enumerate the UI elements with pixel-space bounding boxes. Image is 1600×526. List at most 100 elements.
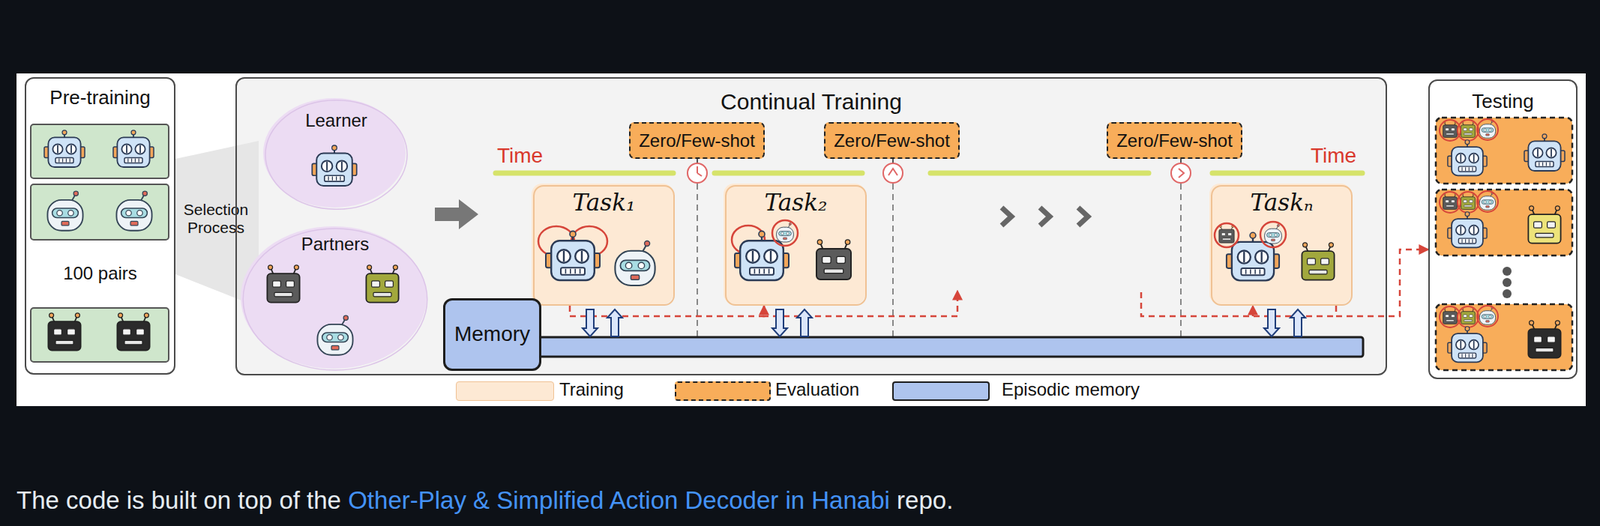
legend-swatch bbox=[892, 381, 990, 402]
memory-access-arrow bbox=[1264, 309, 1280, 337]
repo-link: Other-Play & Simplified Action Decoder i… bbox=[347, 485, 890, 516]
test-setups bbox=[1528, 206, 1561, 244]
task-agents bbox=[1260, 221, 1286, 248]
pretraining-pairs bbox=[116, 313, 150, 351]
pretraining-pairs bbox=[47, 191, 83, 231]
test-setups bbox=[1447, 212, 1487, 249]
selection-funnel: Selection Process bbox=[172, 196, 260, 242]
timeline bbox=[930, 170, 1149, 177]
stage-panel: Continual Training LearnerPartners Zero/Fe… bbox=[235, 77, 1388, 376]
clock-icon bbox=[687, 163, 708, 183]
task-agents bbox=[1301, 242, 1334, 281]
task-fill bbox=[723, 183, 866, 305]
chevrons bbox=[1039, 207, 1050, 226]
task-agents bbox=[1214, 223, 1239, 248]
memory-access-arrow bbox=[797, 309, 812, 337]
memory-access-arrow bbox=[607, 309, 623, 337]
chevrons bbox=[1078, 207, 1088, 226]
pretraining-pairs bbox=[30, 184, 169, 240]
test-setups bbox=[1443, 308, 1458, 325]
agent-pools bbox=[266, 265, 300, 303]
agent-pool-ellipse: Learner bbox=[264, 99, 408, 210]
timeline bbox=[495, 157, 1363, 337]
task-fill bbox=[531, 183, 674, 305]
node-text: Testing bbox=[1471, 90, 1534, 114]
test-setups bbox=[1461, 193, 1476, 210]
test-setups bbox=[1435, 304, 1573, 371]
test-setups bbox=[1461, 121, 1476, 138]
node-text: Selection Process bbox=[172, 200, 260, 237]
agent-pools bbox=[365, 265, 399, 303]
test-setups bbox=[1435, 189, 1573, 256]
timeline bbox=[696, 183, 699, 337]
time-label: Time bbox=[1310, 143, 1357, 168]
clock-icon bbox=[1171, 163, 1191, 183]
legend-swatch bbox=[674, 381, 771, 402]
agent-pools bbox=[240, 98, 427, 369]
test-setups bbox=[1457, 191, 1479, 213]
readme-sentence: The code is built on top of theOther-Pla… bbox=[16, 485, 961, 516]
transfer-connector bbox=[569, 305, 765, 317]
stage-panel: Testing bbox=[1428, 79, 1578, 380]
chevrons bbox=[1001, 207, 1012, 226]
readme-text: The code is built on top of the bbox=[16, 485, 342, 516]
legend-swatch bbox=[455, 381, 555, 402]
test-setups bbox=[1457, 119, 1479, 141]
legend-text: Training bbox=[559, 379, 624, 401]
task-box: Task₁ bbox=[533, 185, 675, 306]
test-setups bbox=[1502, 278, 1512, 288]
node-text: Partners bbox=[301, 233, 370, 255]
node-text: Task₂ bbox=[764, 189, 828, 217]
agent-pools bbox=[311, 145, 357, 186]
node-text: 100 pairs bbox=[62, 263, 138, 285]
test-setups bbox=[1443, 121, 1458, 138]
memory-bar bbox=[524, 337, 1364, 357]
timeline bbox=[714, 170, 863, 177]
memory-link bbox=[1264, 309, 1306, 337]
clock-icon bbox=[687, 163, 1191, 183]
memory-access-arrow bbox=[772, 309, 788, 337]
clock-icon bbox=[888, 168, 898, 176]
memory-access-arrow bbox=[582, 309, 598, 337]
task-agents bbox=[545, 230, 600, 281]
transfer-path bbox=[1141, 292, 1335, 317]
timeline bbox=[495, 170, 674, 177]
timeline bbox=[1180, 183, 1182, 337]
node-text: Task₁ bbox=[572, 189, 636, 217]
transfer-path bbox=[762, 290, 1335, 317]
node-text: Zero/Few-shot bbox=[638, 130, 756, 152]
task-agents bbox=[772, 220, 798, 246]
test-setups bbox=[1457, 306, 1479, 328]
test-setups bbox=[1528, 320, 1561, 359]
evaluation-box: Zero/Few-shot bbox=[1106, 122, 1243, 159]
node-text: Continual Training bbox=[720, 89, 902, 116]
node-text: Zero/Few-shot bbox=[1116, 130, 1233, 152]
pretraining-pairs bbox=[113, 130, 154, 168]
task-agents bbox=[816, 239, 851, 280]
test-setups bbox=[1435, 117, 1573, 371]
test-setups bbox=[1502, 289, 1512, 299]
clock-icon bbox=[697, 166, 702, 177]
agent-pools bbox=[317, 315, 353, 356]
figure-ground bbox=[16, 73, 1586, 407]
continual-panel-fill bbox=[235, 77, 1388, 376]
task-agents bbox=[538, 220, 1335, 286]
test-setups bbox=[1479, 119, 1496, 138]
test-setups bbox=[1479, 306, 1496, 325]
transfer-connector bbox=[1336, 249, 1429, 317]
legend-text: Episodic memory bbox=[1001, 379, 1140, 401]
pretraining-pairs bbox=[44, 130, 85, 168]
transfer-path bbox=[1252, 305, 1255, 317]
pretraining-pairs bbox=[116, 191, 152, 231]
test-setups bbox=[1443, 193, 1458, 210]
task-agents bbox=[614, 241, 655, 287]
pretraining-pairs bbox=[30, 308, 169, 363]
evaluation-box: Zero/Few-shot bbox=[629, 122, 765, 159]
memory-access-arrow bbox=[1290, 309, 1306, 337]
clock-icon bbox=[1178, 168, 1184, 178]
ellipse-outline bbox=[242, 228, 428, 371]
pretraining-pairs bbox=[47, 313, 81, 351]
